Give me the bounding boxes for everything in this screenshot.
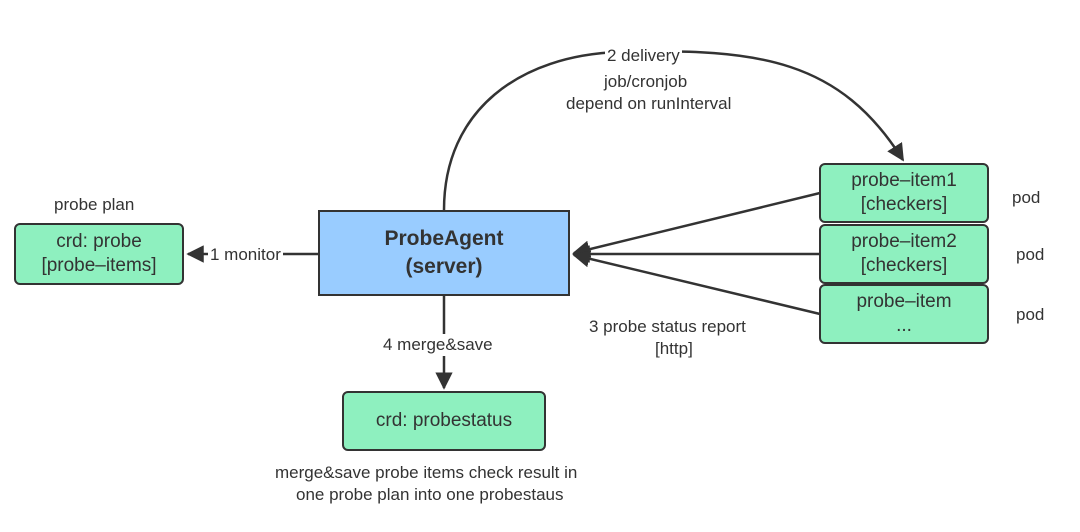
label-pod-2: pod (1016, 245, 1045, 264)
label-pod-3: pod (1016, 305, 1045, 324)
node-crd-probestatus: crd: probestatus (342, 391, 546, 451)
label-note-line1: merge&save probe items check result in (275, 463, 578, 482)
edge-report-item3 (572, 250, 821, 316)
node-probe-item1-line2: [checkers] (860, 194, 948, 215)
node-crd-probe-line2: [probe–items] (41, 255, 157, 276)
node-probe-item1: probe–item1 [checkers] (819, 163, 989, 223)
label-delivery-sub2: depend on runInterval (566, 94, 732, 113)
node-crd-probe: crd: probe [probe–items] (14, 223, 184, 285)
node-probe-item2-line1: probe–item2 (851, 231, 957, 252)
node-probe-item2-line2: [checkers] (860, 255, 948, 276)
node-probe-item3-line2: ... (896, 315, 912, 336)
label-probe-plan: probe plan (54, 195, 135, 214)
label-report-http: [http] (655, 339, 693, 358)
node-probe-item3-line1: probe–item (856, 291, 952, 312)
label-monitor: 1 monitor (208, 244, 283, 266)
edge-report-item1 (572, 191, 821, 258)
label-note-line2: one probe plan into one probestaus (296, 485, 564, 504)
label-report: 3 probe status report (589, 317, 746, 336)
node-server-line1: ProbeAgent (384, 227, 504, 250)
label-pod-1: pod (1012, 188, 1041, 207)
node-probe-item2: probe–item2 [checkers] (819, 224, 989, 284)
label-merge: 4 merge&save (381, 334, 495, 356)
label-delivery: 2 delivery (605, 45, 682, 67)
node-probe-item1-line1: probe–item1 (851, 170, 957, 191)
node-crd-probe-line1: crd: probe (56, 231, 142, 252)
node-server-line2: (server) (405, 255, 483, 278)
node-probe-item3: probe–item ... (819, 284, 989, 344)
label-delivery-sub1: job/cronjob (604, 72, 688, 91)
node-probeagent-server: ProbeAgent (server) (318, 210, 570, 296)
node-crd-probestatus-line1: crd: probestatus (375, 410, 513, 431)
